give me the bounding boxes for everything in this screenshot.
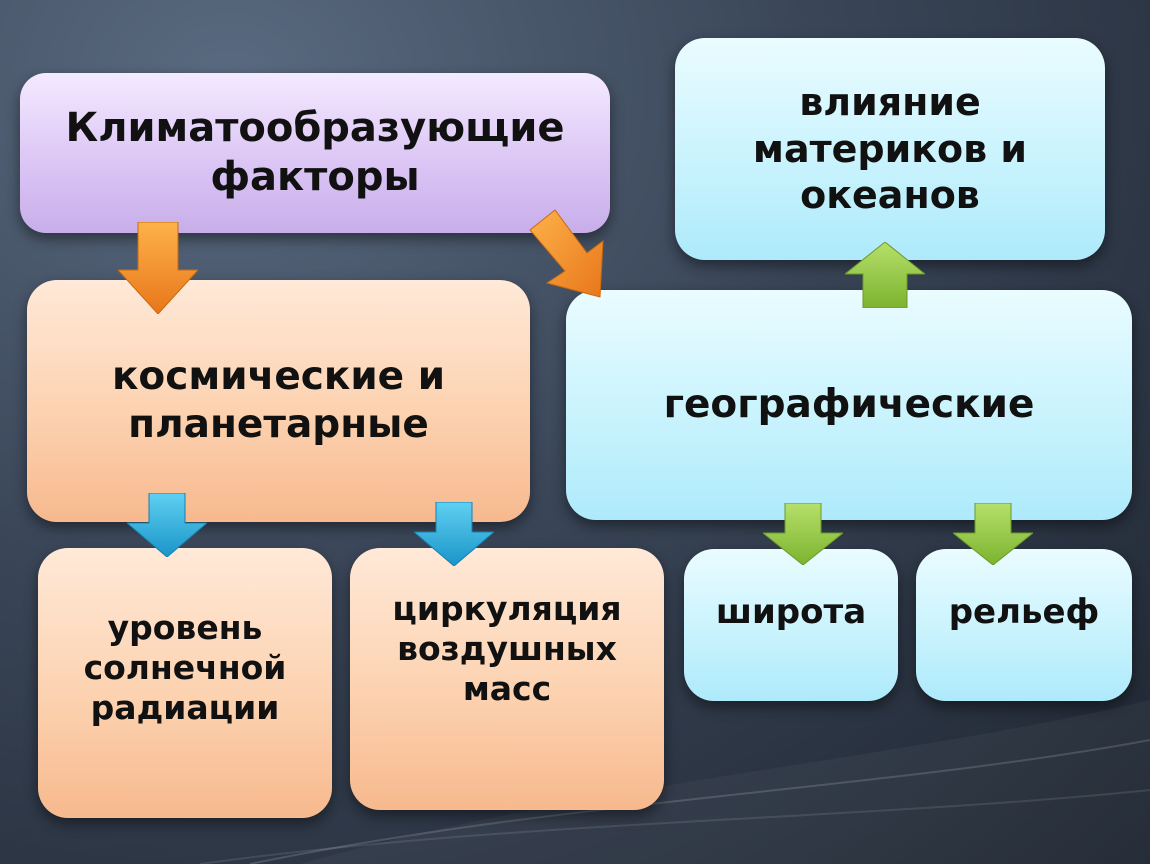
climate-factors-label: Климатообразующие факторы <box>65 105 565 200</box>
relief-label: рельеф <box>948 592 1100 633</box>
geographic-label: географические <box>663 382 1035 428</box>
solar-radiation-label: уровень солнечной радиации <box>83 607 287 728</box>
cosmic-planetary-box: космические и планетарные <box>27 280 530 522</box>
green-up-arrow-icon <box>845 242 925 308</box>
cosmic-planetary-label: космические и планетарные <box>111 354 446 447</box>
green-down-arrow-icon-left <box>763 503 843 565</box>
orange-diagonal-arrow-icon <box>529 209 604 298</box>
latitude-label: широта <box>715 592 867 633</box>
continents-oceans-box: влияние материков и океанов <box>675 38 1105 260</box>
relief-box: рельеф <box>916 549 1132 701</box>
latitude-box: широта <box>684 549 898 701</box>
geographic-box: географические <box>566 290 1132 520</box>
air-circulation-label: циркуляция воздушных масс <box>392 588 622 709</box>
blue-down-arrow-icon-left <box>127 493 207 557</box>
solar-radiation-box: уровень солнечной радиации <box>38 548 332 818</box>
blue-down-arrow-icon-right <box>414 502 494 566</box>
continents-oceans-label: влияние материков и океанов <box>752 80 1028 218</box>
green-down-arrow-icon-right <box>953 503 1033 565</box>
orange-down-arrow-icon <box>118 222 198 314</box>
climate-factors-box: Климатообразующие факторы <box>20 73 610 233</box>
air-circulation-box: циркуляция воздушных масс <box>350 548 664 810</box>
